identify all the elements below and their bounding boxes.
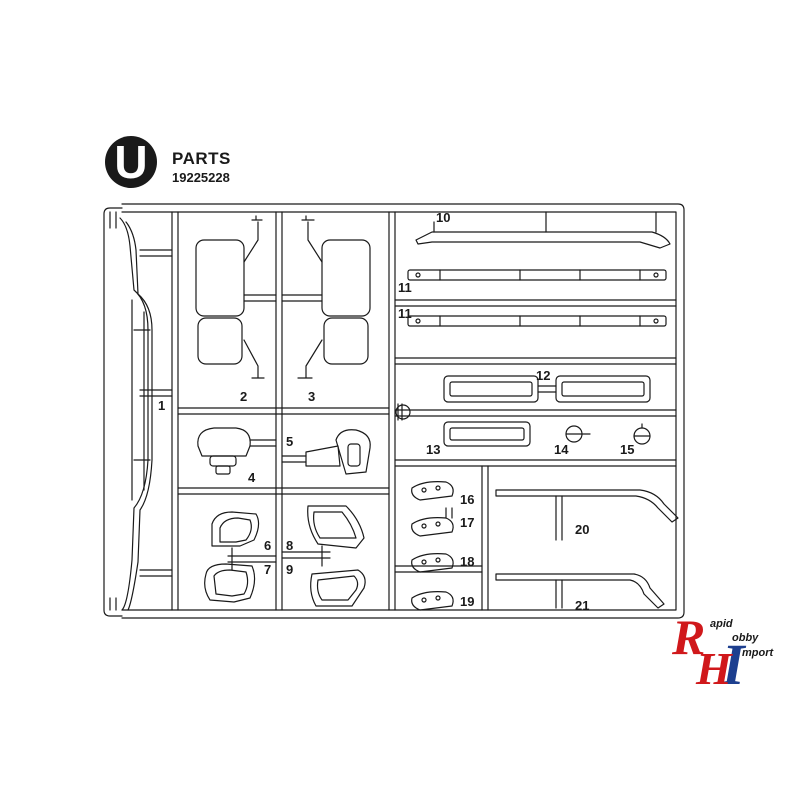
part-number-2: 2 — [240, 389, 247, 404]
part-number-16: 16 — [460, 492, 474, 507]
logo-word-hobby: obby — [732, 632, 759, 644]
part-number-3: 3 — [308, 389, 315, 404]
part-11-rail-b — [407, 315, 667, 327]
part-3-mirror — [281, 215, 371, 379]
part-number-4: 4 — [248, 470, 256, 485]
logo-letter-r: R — [672, 609, 706, 665]
part-16-bracket — [411, 481, 454, 501]
part-number-10: 10 — [436, 210, 450, 225]
part-number-19: 19 — [460, 594, 474, 609]
logo-letter-i: I — [722, 632, 745, 697]
part-number-labels: 1 2 3 4 5 6 7 8 9 10 11 11 12 13 14 15 1… — [158, 210, 634, 613]
parts-title: PARTS — [172, 149, 231, 168]
part-7-lamp-housing — [204, 547, 277, 603]
part-14-knob — [565, 425, 591, 443]
part-21-wiper-arm — [495, 573, 665, 609]
sprue-frame — [103, 203, 685, 619]
part-15-knob — [633, 423, 651, 445]
part-2-mirror — [195, 215, 277, 379]
part-number-7: 7 — [264, 562, 271, 577]
part-number-17: 17 — [460, 515, 474, 530]
part-4-fixture — [197, 427, 277, 475]
part-8-lamp-frame — [307, 505, 365, 549]
part-13-lens — [443, 421, 531, 447]
part-11-rail-a — [407, 269, 667, 281]
part-number-12: 12 — [536, 368, 550, 383]
part-number-18: 18 — [460, 554, 474, 569]
part-number-9: 9 — [286, 562, 293, 577]
logo-word-rapid: apid — [710, 618, 733, 630]
part-number-14: 14 — [554, 442, 569, 457]
sprue-letter-badge: U — [105, 136, 157, 188]
part-1-bumper-strip — [119, 217, 153, 611]
part-6-lamp-housing — [211, 511, 260, 547]
logo-letter-h: H — [696, 643, 732, 694]
part-number-21: 21 — [575, 598, 589, 613]
part-number-11a: 11 — [398, 280, 412, 295]
part-number-11b: 11 — [398, 306, 412, 321]
part-5-fixture — [281, 429, 371, 475]
part-19-bracket — [411, 591, 454, 611]
part-number-13: 13 — [426, 442, 440, 457]
part-number-8: 8 — [286, 538, 293, 553]
part-number-1: 1 — [158, 398, 165, 413]
part-9-lamp-frame — [281, 545, 366, 607]
part-20-wiper-arm — [495, 489, 679, 541]
part-number-5: 5 — [286, 434, 293, 449]
rapid-hobby-import-logo: R apid I obby H mport — [672, 609, 790, 697]
logo-word-import: mport — [742, 647, 774, 659]
part-10-roof-rail — [415, 211, 671, 249]
part-18-bracket — [411, 553, 454, 573]
part-12-lamp-lenses — [443, 375, 651, 403]
part-number-15: 15 — [620, 442, 634, 457]
part-code: 19225228 — [172, 170, 230, 185]
part-number-6: 6 — [264, 538, 271, 553]
part-number-20: 20 — [575, 522, 589, 537]
part-17-bracket — [411, 507, 454, 537]
